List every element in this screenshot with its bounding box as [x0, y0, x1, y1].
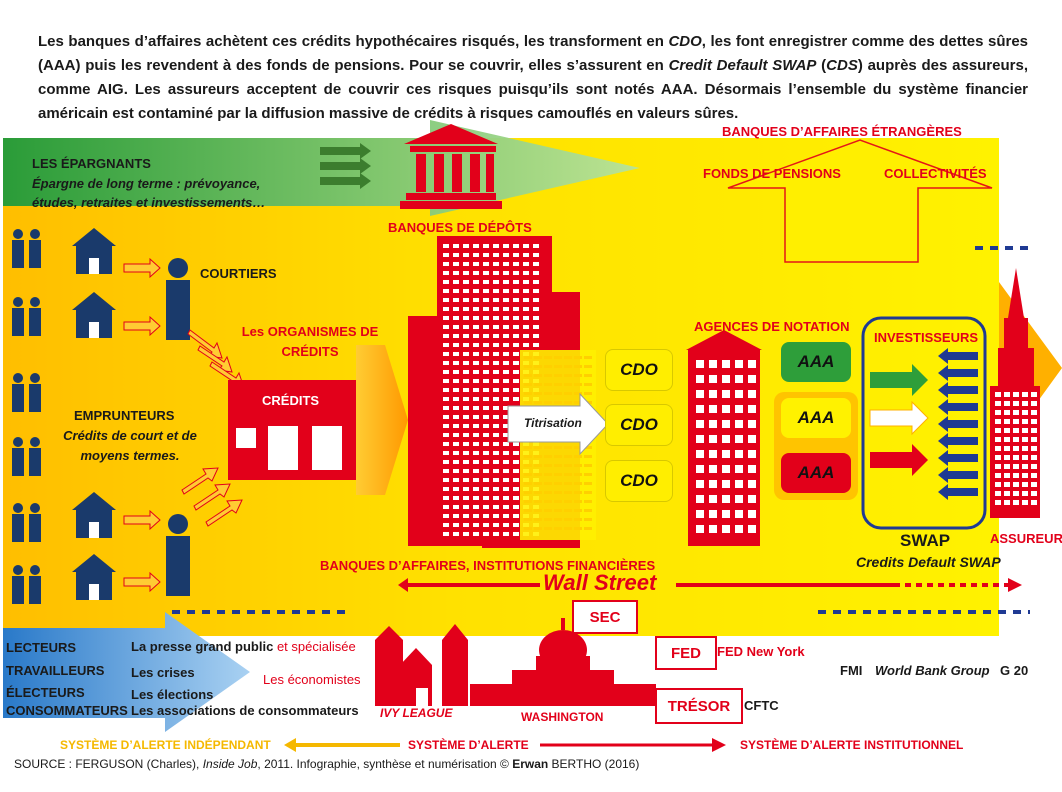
- cdo-tag-2: CDO: [605, 404, 673, 446]
- swap-label: SWAP: [900, 531, 951, 550]
- credits-building: [228, 380, 356, 480]
- borrowers-title: EMPRUNTEURS: [74, 408, 175, 423]
- washington-label: WASHINGTON: [521, 710, 604, 724]
- cdo-tag-3: CDO: [605, 460, 673, 502]
- group-readers: LECTEURS: [6, 640, 77, 655]
- credits-flow-arrow: [356, 345, 408, 495]
- cdo-tag-1: CDO: [605, 349, 673, 391]
- crises-label: Les crises: [131, 665, 195, 680]
- ivy-league-building: [375, 624, 468, 706]
- pension-funds-label: FONDS DE PENSIONS: [703, 166, 841, 181]
- borrowers-description: Crédits de court et de moyens termes.: [63, 428, 197, 463]
- press-label: La presse grand public et spécialisée: [131, 639, 356, 654]
- sec-box: SEC: [572, 600, 638, 634]
- intro-text: Les banques d’affaires achètent ces créd…: [38, 33, 1029, 122]
- cftc-label: CFTC: [744, 698, 779, 713]
- pension-up-arrow: [727, 139, 993, 263]
- fmi-label: FMI: [840, 663, 863, 678]
- collectivities-label: COLLECTIVITÉS: [884, 166, 987, 181]
- brokers-label: COURTIERS: [200, 266, 277, 281]
- investors-box: [861, 316, 987, 530]
- wall-street-arrow: [398, 578, 540, 592]
- associations-label: Les associations de consommateurs: [131, 703, 359, 718]
- elections-label: Les élections: [131, 687, 214, 702]
- deposit-bank-building: [400, 124, 502, 209]
- washington-capitol: [470, 618, 656, 706]
- wall-street-label: Wall Street: [543, 570, 657, 595]
- source-credit: SOURCE : FERGUSON (Charles), Inside Job,…: [14, 757, 640, 771]
- world-bank-label: World Bank Group: [875, 663, 990, 678]
- aaa-red: AAA: [781, 453, 851, 493]
- insurer-tower: [990, 268, 1040, 518]
- savers-description: Épargne de long terme : prévoyance, étud…: [32, 176, 266, 210]
- independent-alert-label: SYSTÈME D’ALERTE INDÉPENDANT: [60, 738, 271, 752]
- securitization-label: Titrisation: [524, 416, 582, 430]
- fed-box: FED: [655, 636, 717, 670]
- aaa-green: AAA: [781, 342, 851, 382]
- fed-ny-label: FED New York: [717, 644, 805, 659]
- group-consumers: CONSOMMATEURS: [6, 703, 128, 718]
- investor-arrows: [869, 348, 978, 500]
- rating-agencies-label: AGENCES DE NOTATION: [694, 319, 850, 334]
- credits-label: CRÉDITS: [262, 393, 320, 408]
- house-icons: [72, 228, 116, 600]
- cds-label: Credits Default SWAP: [856, 554, 1001, 570]
- deposit-banks-label: BANQUES DE DÉPÔTS: [388, 220, 532, 235]
- savers-title: LES ÉPARGNANTS: [32, 156, 151, 171]
- people-icons: [12, 229, 190, 604]
- group-voters: ÉLECTEURS: [6, 685, 85, 700]
- titrisation-arrow: [507, 392, 609, 456]
- ivy-league-label: IVY LEAGUE: [380, 706, 453, 720]
- investment-banks-label: BANQUES D’AFFAIRES, INSTITUTIONS FINANCI…: [320, 558, 656, 573]
- alert-system-label: SYSTÈME D’ALERTE: [408, 738, 529, 752]
- insurers-label: ASSUREURS: [990, 531, 1062, 546]
- group-workers: TRAVAILLEURS: [6, 663, 105, 678]
- credit-organisms-label: Les ORGANISMES DE CRÉDITS: [241, 324, 379, 359]
- rating-agency-building: [686, 330, 762, 546]
- g20-label: G 20: [1000, 663, 1029, 678]
- public-arrow: [3, 612, 250, 732]
- institutional-alert-label: SYSTÈME D’ALERTE INSTITUTIONNEL: [740, 738, 964, 752]
- investors-label: INVESTISSEURS: [874, 330, 979, 345]
- foreign-banks-label: BANQUES D’AFFAIRES ÉTRANGÈRES: [722, 124, 962, 139]
- aaa-yellow: AAA: [781, 398, 851, 438]
- tresor-box: TRÉSOR: [655, 688, 743, 724]
- economists-label: Les économistes: [263, 672, 361, 687]
